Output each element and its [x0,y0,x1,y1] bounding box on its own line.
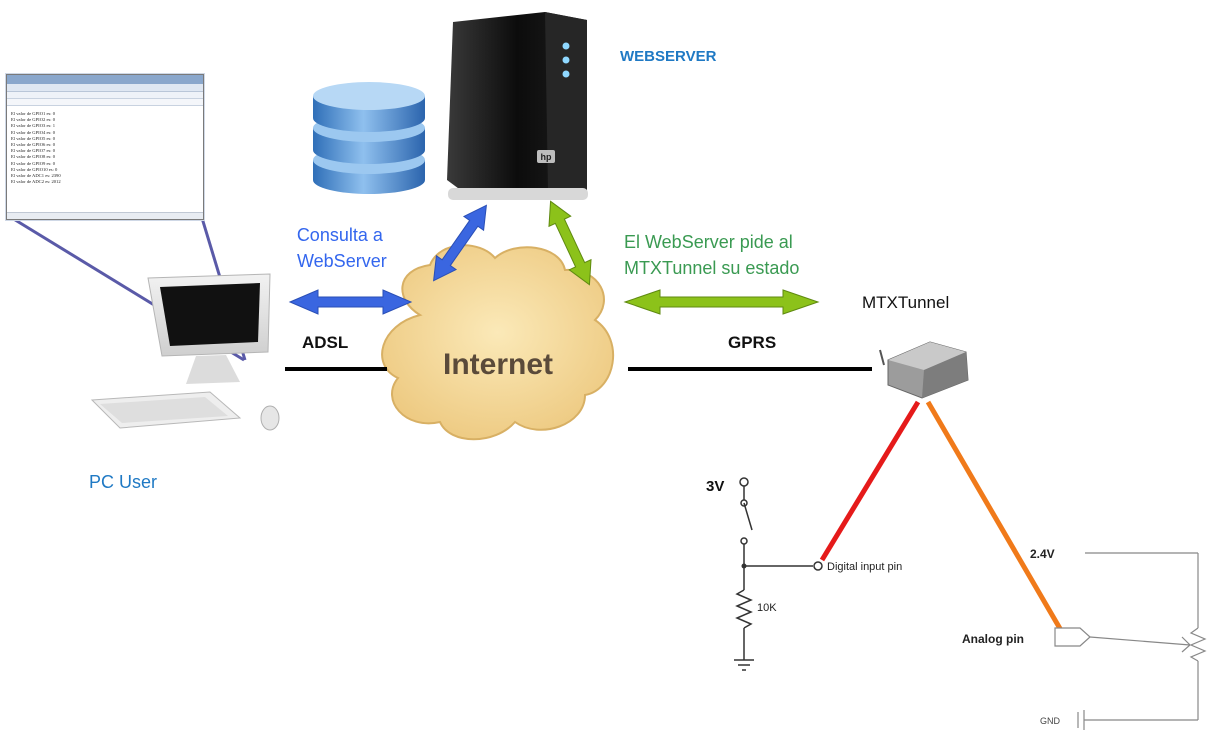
mtxtunnel-device-icon [879,341,969,399]
svg-text:hp: hp [541,152,552,162]
red-wire [819,400,921,562]
internet-mtx-arrow [623,289,820,315]
pc-internet-arrow [288,289,413,315]
browser-line: El valor de GPIO2 es: 0 [11,117,56,123]
browser-line: El valor de GPIO5 es: 0 [11,135,56,141]
server-tower-icon: hp [447,12,588,200]
gprs-label: GPRS [728,333,777,352]
pide-line-2: MTXTunnel su estado [624,258,800,278]
browser-line: El valor de GPIO7 es: 0 [11,148,56,154]
analog-input-circuit [1054,552,1207,730]
server-status-arrow [548,200,592,286]
adsl-label: ADSL [302,333,349,352]
browser-status-bar [7,212,203,219]
webserver-title: WEBSERVER [620,48,717,65]
browser-toolbar [7,92,203,99]
browser-tab-bar [7,99,203,106]
pc-computer-icon [90,273,280,431]
browser-line: El valor de GPIO3 es: 1 [11,123,56,129]
resistor-label: 10K [757,602,777,614]
pc-user-label: PC User [89,472,158,492]
digital-input-label: Digital input pin [827,561,902,573]
gnd-label: GND [1040,716,1061,726]
voltage-24-label: 2.4V [1030,547,1055,561]
internet-cloud-icon [381,244,614,441]
browser-line: El valor de GPIO4 es: 0 [11,129,56,135]
browser-address-bar [7,84,203,92]
consulta-line-1: Consulta a [296,225,383,245]
status-request-caption: El WebServer pide al MTXTunnel su estado [624,229,799,281]
database-icon [313,82,425,194]
consulta-caption: Consulta a WebServer [283,222,387,274]
server-query-arrow [433,204,487,282]
browser-title-bar [7,75,203,84]
mtxtunnel-label: MTXTunnel [862,293,950,312]
digital-input-circuit [734,477,823,671]
browser-line: El valor de ADC1 es: 2390 [11,173,61,179]
analog-pin-label: Analog pin [962,632,1024,646]
internet-label: Internet [443,348,553,381]
browser-line: El valor de ADC2 es: 2012 [11,179,61,185]
browser-line: El valor de GPIO6 es: 0 [11,142,56,148]
consulta-line-2: WebServer [297,251,387,271]
browser-line: El valor de GPIO1 es: 0 [11,111,56,116]
browser-line: El valor de GPIO9 es: 0 [11,160,56,166]
browser-line: El valor de GPIO10 es: 0 [11,166,58,172]
orange-wire [925,400,1065,634]
pide-line-1: El WebServer pide al [624,232,793,252]
voltage-3v-label: 3V [706,478,724,495]
browser-line: El valor de GPIO8 es: 0 [11,154,56,160]
